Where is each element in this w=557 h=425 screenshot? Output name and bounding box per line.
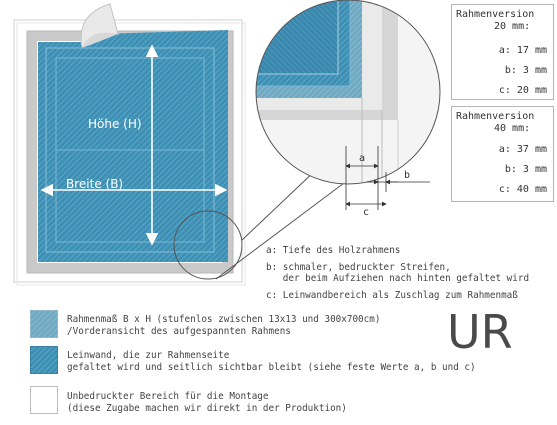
frame-version-40mm-box: Rahmenversion 40 mm: a: 37 mm b: 3 mm c:… xyxy=(451,106,554,202)
frame-version-20mm-box: Rahmenversion 20 mm: a: 17 mm b: 3 mm c:… xyxy=(451,4,554,100)
legend-canvas-line2: gefaltet wird und seitlich sichtbar blei… xyxy=(67,362,476,373)
legend-frame-size-line2: /Vorderansicht des aufgespannten Rahmens xyxy=(67,326,291,337)
version-40-a: a: 37 mm xyxy=(498,144,547,155)
height-label: Höhe (H) xyxy=(88,117,142,131)
dim-a-label: a xyxy=(359,153,365,164)
version-20-title: Rahmenversion xyxy=(456,9,535,20)
legend-swatch-unprinted xyxy=(30,386,58,414)
note-c: c: Leinwandbereich als Zuschlag zum Rahm… xyxy=(266,290,518,301)
legend-unprinted-line2: (diese Zugabe machen wir direkt in der P… xyxy=(67,403,347,414)
logo-ur: UR xyxy=(447,305,513,359)
legend-swatch-canvas xyxy=(30,346,58,374)
legend-canvas-line1: Leinwand, die zur Rahmenseite xyxy=(67,350,230,361)
note-b-line2: der beim Aufziehen nach hinten gefaltet … xyxy=(266,273,530,284)
version-40-title: Rahmenversion xyxy=(456,111,535,122)
version-40-subtitle: 40 mm: xyxy=(494,123,531,134)
version-20-subtitle: 20 mm: xyxy=(494,21,531,32)
version-20-b: b: 3 mm xyxy=(504,65,547,76)
detail-circle: a b c xyxy=(255,0,441,218)
version-40-c: c: 40 mm xyxy=(498,184,547,195)
version-20-a: a: 17 mm xyxy=(498,45,547,56)
legend-frame-size-line1: Rahmenmaß B x H (stufenlos zwischen 13x1… xyxy=(67,314,381,325)
legend-swatch-frame-size xyxy=(30,310,58,338)
dim-c-label: c xyxy=(363,207,369,218)
width-label: Breite (B) xyxy=(66,177,123,191)
note-a: a: Tiefe des Holzrahmens xyxy=(266,245,401,256)
version-40-b: b: 3 mm xyxy=(504,164,547,175)
version-20-c: c: 20 mm xyxy=(498,85,547,96)
magnifier-connector xyxy=(173,167,345,280)
legend-unprinted-line1: Unbedruckter Bereich für die Montage xyxy=(67,391,269,402)
note-b-line1: b: schmaler, bedruckter Streifen, xyxy=(266,262,451,273)
dim-b-label: b xyxy=(404,170,410,181)
frame-illustration: Höhe (H) Breite (B) xyxy=(13,3,246,286)
